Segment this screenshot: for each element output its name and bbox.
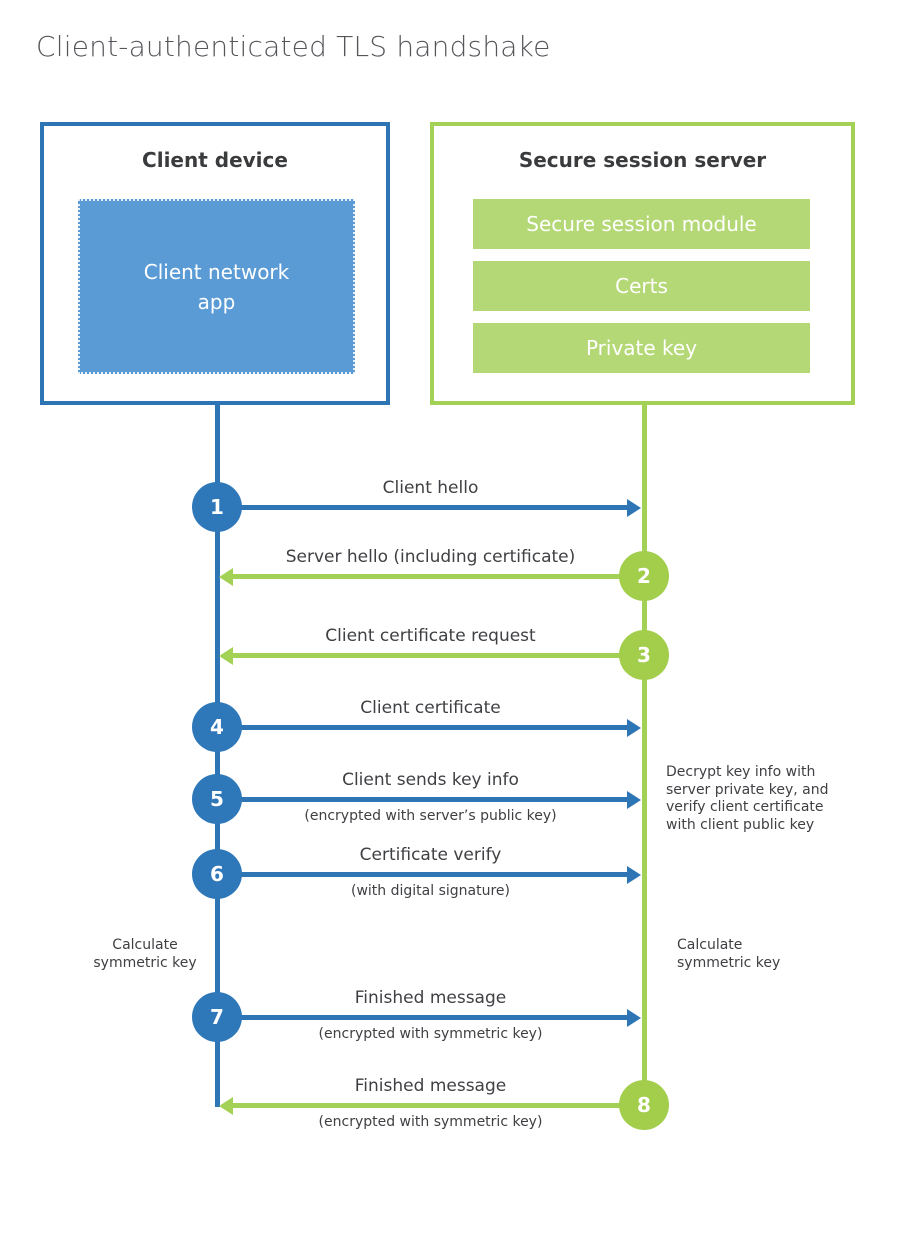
message-label-client-hello: Client hello [382,478,479,498]
message-label-server-hello: Server hello (including certificate) [285,547,576,567]
step-badge-5: 5 [192,774,242,824]
message-label-client-cert-request: Client certificate request [325,626,536,646]
arrow-right-icon [217,865,641,884]
message-sublabel-symmetric-key-client: (encrypted with symmetric key) [318,1026,543,1042]
step-badge-6: 6 [192,849,242,899]
step-badge-3: 3 [619,630,669,680]
arrowhead-right-icon [627,865,641,884]
arrowhead-left-icon [219,567,233,586]
server-module-secure-session: Secure session module [473,199,810,249]
server-module-certs: Certs [473,261,810,311]
arrow-right-icon [217,498,641,517]
arrowhead-right-icon [627,790,641,809]
secure-session-server-title: Secure session server [518,148,767,172]
arrow-right-icon [217,790,641,809]
message-sublabel-symmetric-key-server: (encrypted with symmetric key) [318,1114,543,1130]
note-decrypt-key-info: Decrypt key info with server private key… [666,764,829,833]
arrow-right-icon [217,718,641,737]
server-lifeline [642,405,647,1105]
arrow-left-icon [219,567,644,586]
client-device-title: Client device [142,148,288,172]
arrowhead-right-icon [627,1008,641,1027]
note-calculate-symmetric-key-server: Calculate symmetric key [677,937,781,971]
message-label-client-certificate: Client certificate [360,698,501,718]
client-network-app-box: Client network app [78,199,355,374]
arrow-right-icon [217,1008,641,1027]
arrowhead-right-icon [627,498,641,517]
message-label-finished-client: Finished message [354,988,507,1008]
step-badge-8: 8 [619,1080,669,1130]
step-badge-2: 2 [619,551,669,601]
note-calculate-symmetric-key-client: Calculate symmetric key [93,937,197,971]
arrowhead-right-icon [627,718,641,737]
arrow-left-icon [219,646,644,665]
message-label-client-key-info: Client sends key info [342,770,519,790]
step-badge-4: 4 [192,702,242,752]
message-label-finished-server: Finished message [354,1076,507,1096]
message-label-certificate-verify: Certificate verify [359,845,502,865]
step-badge-7: 7 [192,992,242,1042]
step-badge-1: 1 [192,482,242,532]
message-sublabel-encrypted-server-key: (encrypted with server’s public key) [304,808,557,824]
arrow-left-icon [219,1096,644,1115]
message-sublabel-digital-signature: (with digital signature) [351,883,510,899]
arrowhead-left-icon [219,1096,233,1115]
client-lifeline [215,405,220,1107]
server-module-private-key: Private key [473,323,810,373]
arrowhead-left-icon [219,646,233,665]
page-title: Client-authenticated TLS handshake [36,30,551,63]
